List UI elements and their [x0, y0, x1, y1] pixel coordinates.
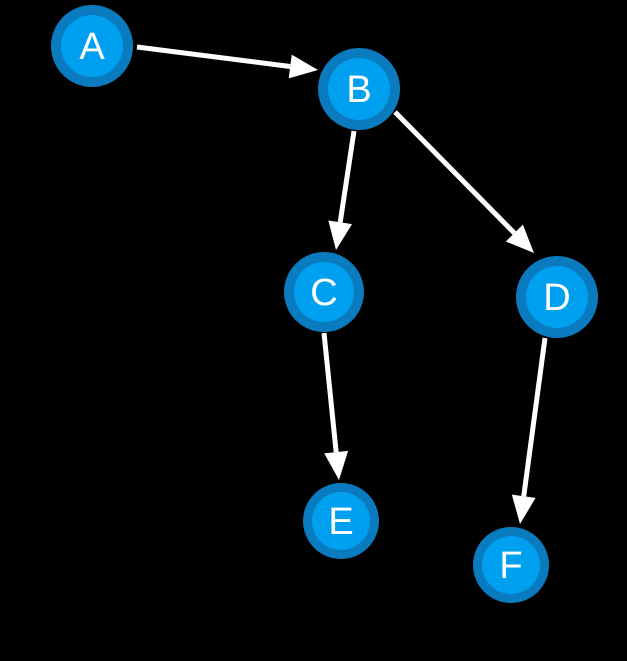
- node-c[interactable]: C: [284, 252, 364, 332]
- edge-b-d: [393, 110, 534, 253]
- node-b[interactable]: B: [318, 48, 400, 130]
- arrowhead-a-b: [288, 54, 318, 79]
- node-f[interactable]: F: [473, 527, 549, 603]
- node-label-b: B: [346, 69, 371, 111]
- node-core-d: [526, 266, 588, 328]
- arrowhead-d-f: [511, 494, 536, 524]
- node-e[interactable]: E: [303, 483, 379, 559]
- edge-b-c: [328, 130, 357, 250]
- node-label-e: E: [328, 501, 353, 543]
- edge-line-b-c: [337, 130, 357, 223]
- edge-line-c-e: [321, 332, 339, 453]
- edge-d-f: [511, 337, 548, 524]
- edge-c-e: [321, 332, 349, 480]
- edge-line-b-d: [393, 110, 517, 235]
- node-core-b: [328, 58, 390, 120]
- node-label-d: D: [543, 277, 570, 319]
- node-label-c: C: [310, 272, 337, 314]
- arrowhead-c-e: [324, 450, 349, 480]
- arrowhead-b-d: [505, 224, 534, 253]
- node-label-f: F: [499, 545, 522, 587]
- arrowhead-b-c: [328, 220, 353, 250]
- edge-a-b: [136, 44, 318, 79]
- node-core-f: [482, 536, 540, 594]
- node-d[interactable]: D: [516, 256, 598, 338]
- node-core-e: [312, 492, 370, 550]
- node-core-a: [61, 15, 123, 77]
- edge-line-a-b: [136, 44, 291, 69]
- node-a[interactable]: A: [51, 5, 133, 87]
- nodes-layer: A B C D E F: [51, 5, 598, 603]
- edges-layer: [136, 44, 548, 524]
- edge-line-d-f: [521, 337, 548, 497]
- node-core-c: [294, 262, 354, 322]
- node-label-a: A: [79, 26, 105, 68]
